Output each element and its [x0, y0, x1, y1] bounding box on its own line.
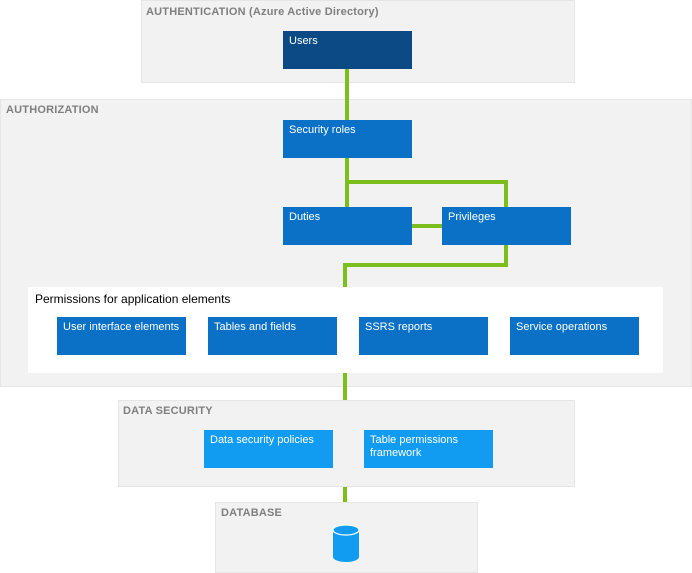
duties-box: Duties: [283, 207, 412, 245]
security-roles-box: Security roles: [283, 120, 412, 158]
connector-users-to-security-roles: [345, 69, 349, 120]
connector-data-security-to-database: [343, 487, 347, 502]
database-icon: [332, 524, 360, 562]
connector-duties-to-privileges: [412, 224, 442, 228]
data-security-policies-box: Data security policies: [204, 430, 333, 468]
data-security-title: DATA SECURITY: [123, 405, 213, 417]
connector-permissions-to-data-security: [343, 373, 347, 400]
connector-to-permissions: [343, 263, 347, 287]
data-security-panel: [118, 400, 575, 487]
authorization-title: AUTHORIZATION: [6, 104, 99, 116]
privileges-box: Privileges: [442, 207, 571, 245]
users-box: Users: [283, 31, 412, 69]
permission-item-ssrs-reports: SSRS reports: [359, 317, 488, 355]
permissions-title: Permissions for application elements: [35, 292, 231, 306]
connector-horizontal-to-permissions: [343, 263, 508, 267]
connector-privileges-down: [504, 245, 508, 267]
connector-branch-to-privileges: [504, 180, 508, 207]
authentication-title: AUTHENTICATION (Azure Active Directory): [146, 6, 379, 18]
permission-item-service-operations: Service operations: [510, 317, 639, 355]
permission-item-tables-fields: Tables and fields: [208, 317, 337, 355]
database-title: DATABASE: [221, 507, 283, 519]
permission-item-ui-elements: User interface elements: [57, 317, 186, 355]
connector-branch-horizontal: [345, 180, 508, 184]
table-permissions-framework-box: Table permissions framework: [364, 430, 493, 468]
